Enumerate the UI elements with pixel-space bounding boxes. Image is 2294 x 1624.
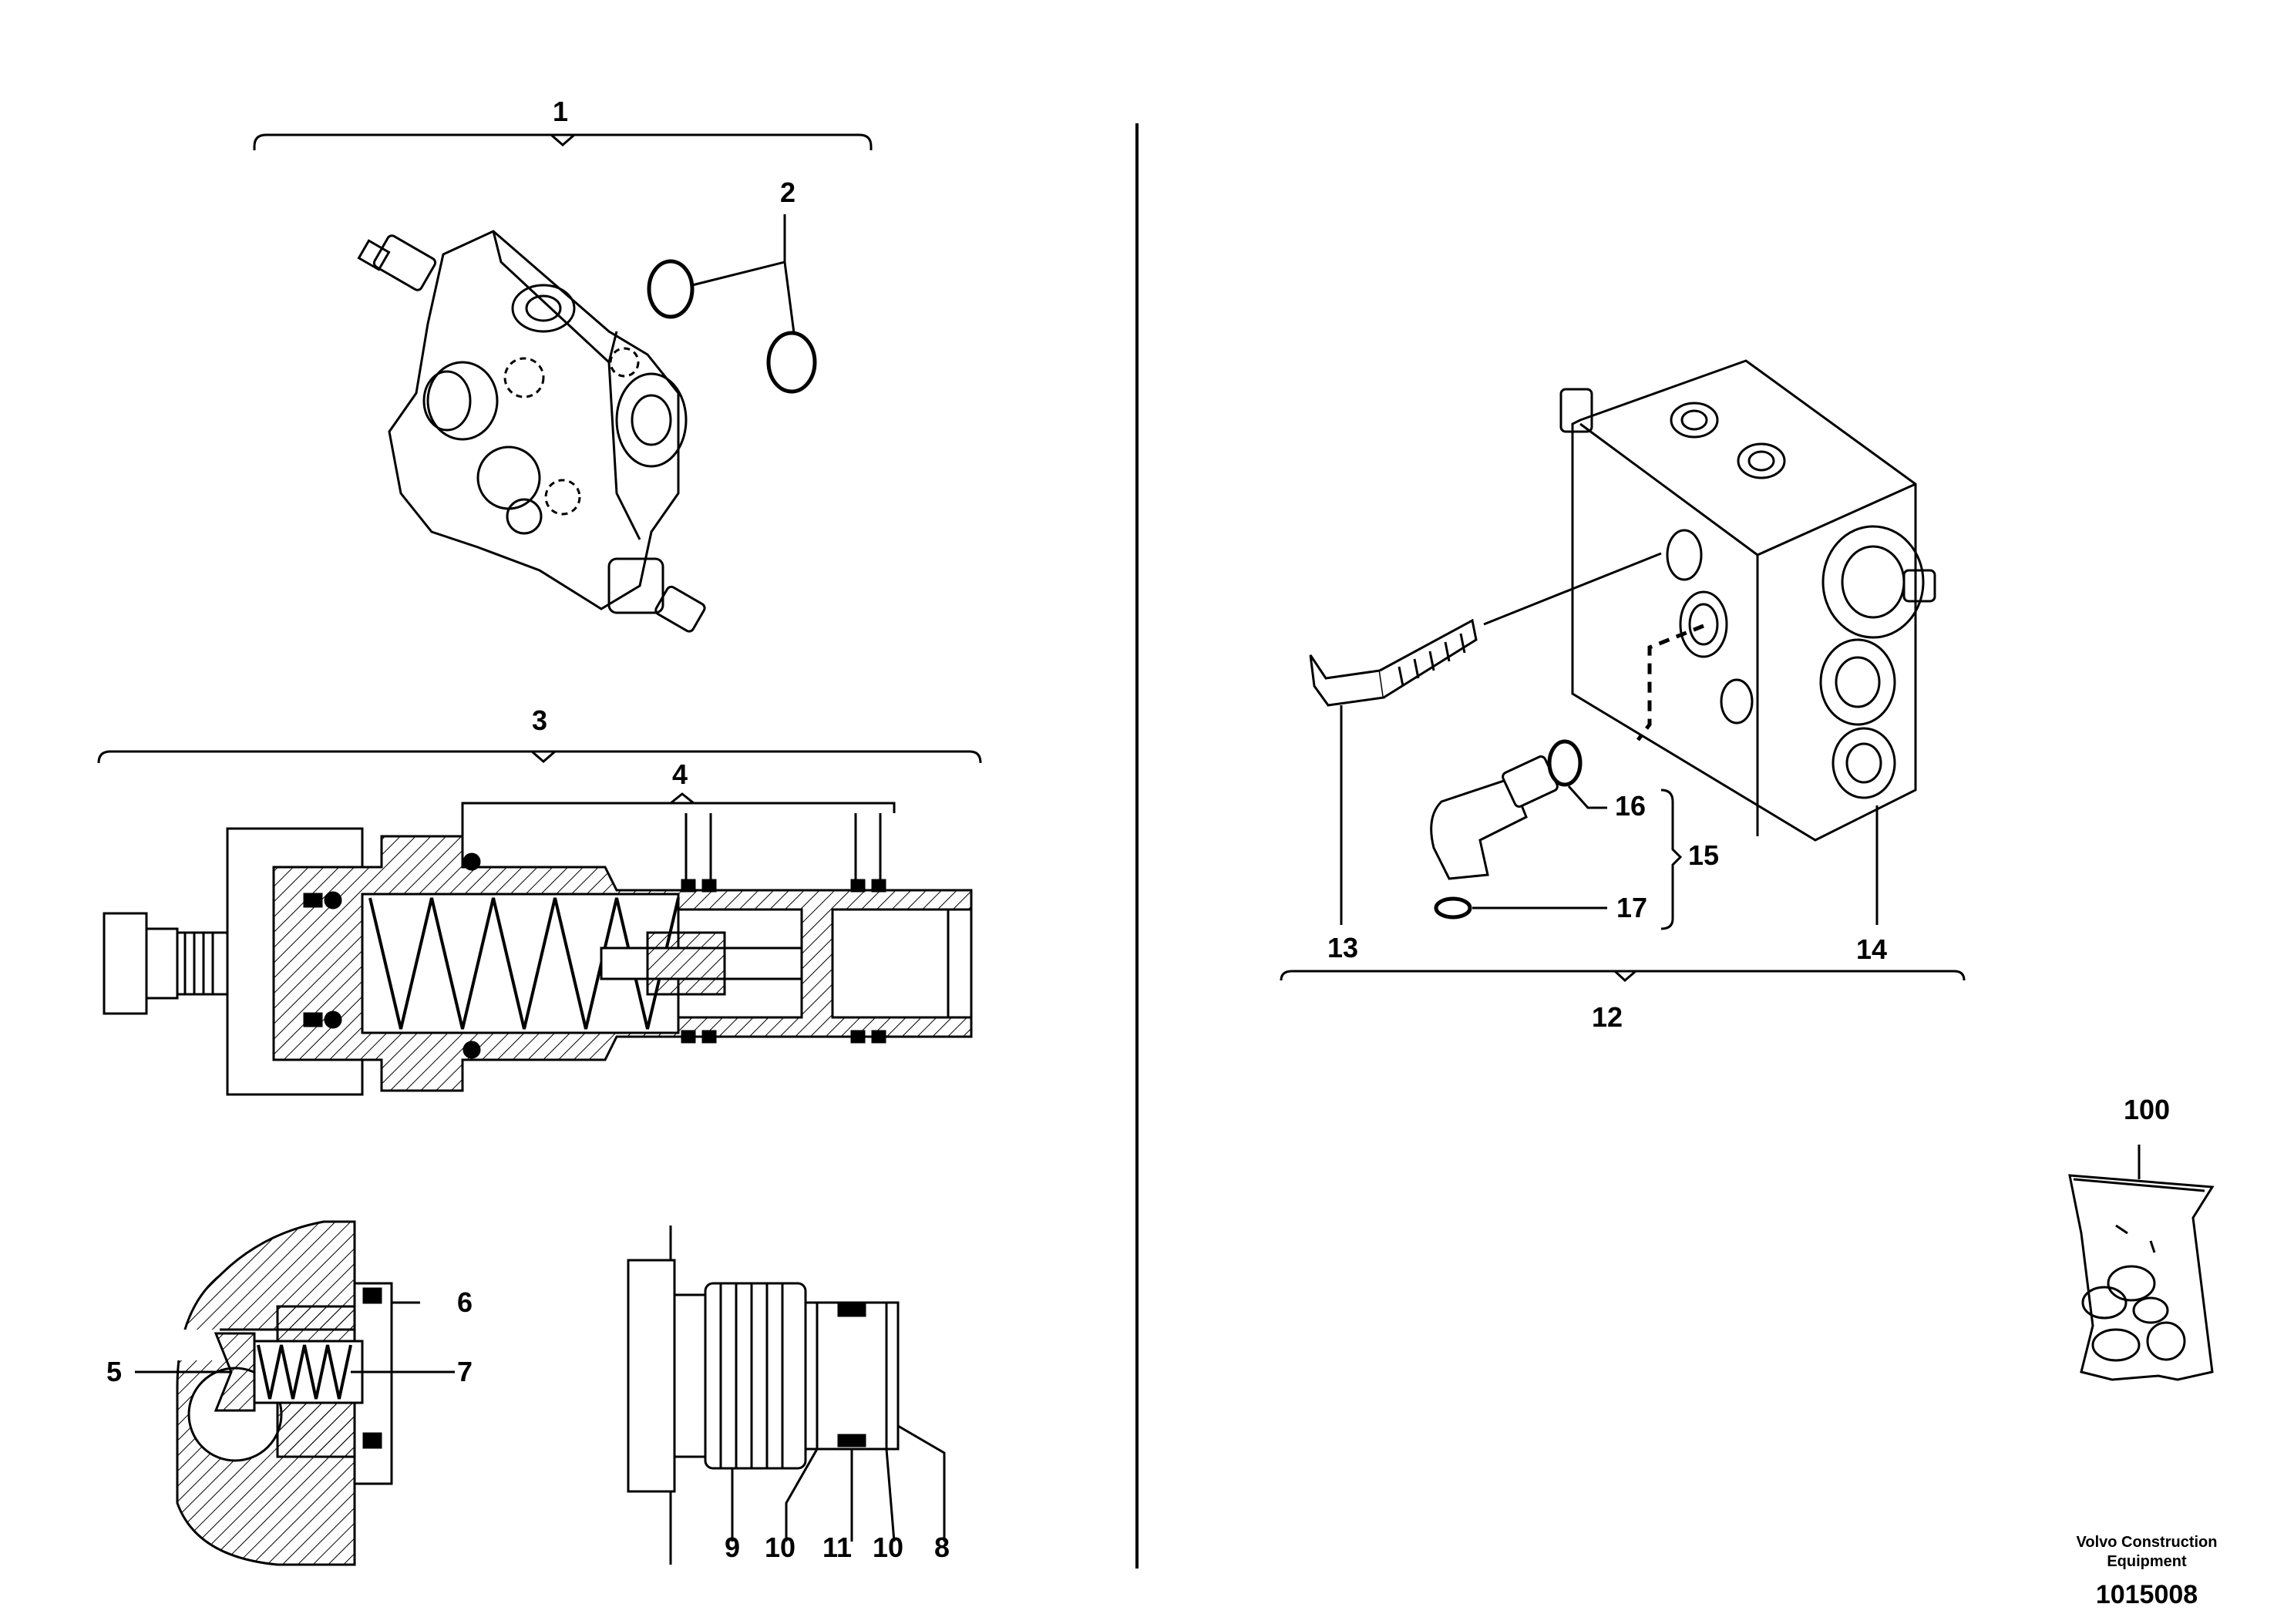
callout-4: 4 [671, 758, 688, 790]
callout-16: 16 [1614, 790, 1646, 822]
callout-10-left: 10 [764, 1532, 796, 1563]
brand-line-2: Equipment [2107, 1553, 2187, 1570]
callout-7: 7 [456, 1356, 473, 1387]
valve-housing-illustration [253, 133, 873, 633]
check-valve-detail [135, 1220, 455, 1566]
callout-11: 11 [822, 1532, 853, 1563]
callout-14: 14 [1855, 933, 1888, 965]
cartridge-cross-section [97, 750, 982, 1096]
callout-9: 9 [724, 1532, 741, 1563]
parts-bag-illustration [2068, 1145, 2215, 1381]
cartridge-body-detail [627, 1226, 946, 1565]
callout-10-right: 10 [872, 1532, 904, 1563]
callout-12: 12 [1591, 1001, 1623, 1033]
callout-17: 17 [1616, 892, 1648, 923]
callout-5: 5 [106, 1356, 123, 1387]
callout-100: 100 [2123, 1094, 2171, 1125]
callout-6: 6 [456, 1286, 473, 1318]
callout-8: 8 [933, 1532, 950, 1563]
callout-2: 2 [779, 177, 796, 208]
callout-3: 3 [531, 704, 548, 736]
drawing-number: 1015008 [2095, 1580, 2198, 1609]
callout-15: 15 [1687, 839, 1720, 871]
valve-block-assembly [1280, 359, 1966, 983]
callout-13: 13 [1327, 932, 1359, 963]
brand-line-1: Volvo Construction [2076, 1534, 2218, 1551]
callout-1: 1 [552, 96, 569, 127]
